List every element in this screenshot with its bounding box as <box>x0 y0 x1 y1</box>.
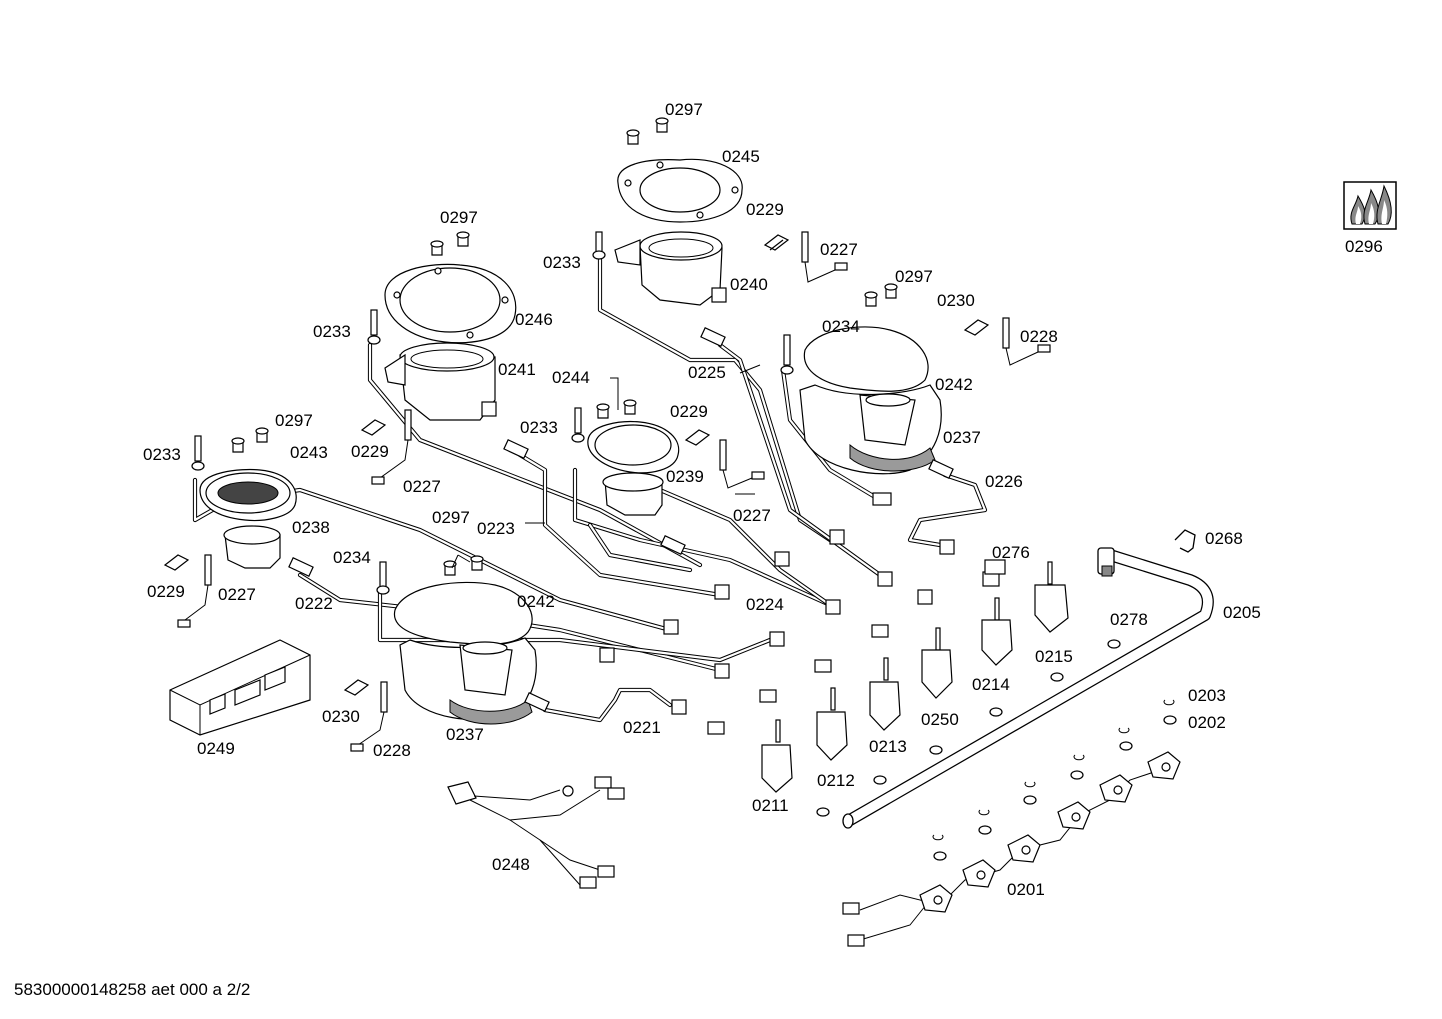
screws-0297-top <box>626 117 669 145</box>
label-0241: 0241 <box>498 360 536 379</box>
screws-0297-left <box>430 231 470 256</box>
screws-0297-wok <box>443 555 484 576</box>
label-0228: 0228 <box>1020 327 1058 346</box>
label-0225: 0225 <box>688 363 726 382</box>
label-0214: 0214 <box>972 675 1010 694</box>
label-0248: 0248 <box>492 855 530 874</box>
screws-0297-small <box>231 427 269 453</box>
burner-left-small <box>199 468 297 569</box>
label-0227: 0227 <box>733 506 771 525</box>
spring-clips <box>163 234 990 696</box>
label-0229: 0229 <box>147 582 185 601</box>
label-0242: 0242 <box>517 592 555 611</box>
label-0222: 0222 <box>295 594 333 613</box>
label-0224: 0224 <box>746 595 784 614</box>
burner-wok-left <box>393 581 537 725</box>
label-0233: 0233 <box>313 322 351 341</box>
label-0244: 0244 <box>552 368 590 387</box>
label-0203: 0203 <box>1188 686 1226 705</box>
label-0202: 0202 <box>1188 713 1226 732</box>
burner-left-upper <box>384 263 517 421</box>
label-0233: 0233 <box>543 253 581 272</box>
gas-pipes <box>192 239 988 723</box>
label-0211: 0211 <box>752 796 789 815</box>
leader-lines <box>451 364 761 569</box>
gas-rail <box>842 547 1214 829</box>
label-0243: 0243 <box>290 443 328 462</box>
switch-harness <box>842 751 1181 947</box>
injectors <box>288 327 955 715</box>
label-0212: 0212 <box>817 771 855 790</box>
label-0297: 0297 <box>275 411 313 430</box>
wiring-harness <box>447 776 625 889</box>
label-0227: 0227 <box>403 477 441 496</box>
document-id: 58300000148258 aet 000 a 2/2 <box>14 980 251 999</box>
label-0237: 0237 <box>943 428 981 447</box>
label-0233: 0233 <box>143 445 181 464</box>
ignition-electrodes <box>177 231 1051 752</box>
label-0229: 0229 <box>670 402 708 421</box>
label-0201: 0201 <box>1007 880 1045 899</box>
part-labels: 0297 0245 0229 0227 0233 0240 0296 0297 … <box>143 100 1383 899</box>
label-0250: 0250 <box>921 710 959 729</box>
label-0227: 0227 <box>820 240 858 259</box>
label-0242: 0242 <box>935 375 973 394</box>
label-0239: 0239 <box>666 467 704 486</box>
label-0223: 0223 <box>477 519 515 538</box>
label-0238: 0238 <box>292 518 330 537</box>
washers <box>816 639 1177 861</box>
label-0229: 0229 <box>351 442 389 461</box>
label-0226: 0226 <box>985 472 1023 491</box>
burner-wok-right <box>799 326 942 475</box>
ignition-module <box>169 639 311 736</box>
thermocouples <box>191 231 794 595</box>
label-0297: 0297 <box>895 267 933 286</box>
label-0228: 0228 <box>373 741 411 760</box>
label-0240: 0240 <box>730 275 768 294</box>
label-0233: 0233 <box>520 418 558 437</box>
label-0268: 0268 <box>1205 529 1243 548</box>
label-0297: 0297 <box>440 208 478 227</box>
screws-0297-right <box>864 283 898 307</box>
clip-bracket <box>1174 529 1196 553</box>
label-0237: 0237 <box>446 725 484 744</box>
label-0234: 0234 <box>822 317 860 336</box>
label-0249: 0249 <box>197 739 235 758</box>
label-0215: 0215 <box>1035 647 1073 666</box>
label-0227: 0227 <box>218 585 256 604</box>
label-0213: 0213 <box>869 737 907 756</box>
label-0230: 0230 <box>937 291 975 310</box>
gas-valves <box>707 559 1069 793</box>
burner-top <box>614 158 743 306</box>
label-0278: 0278 <box>1110 610 1148 629</box>
label-0296: 0296 <box>1345 237 1383 256</box>
label-0234: 0234 <box>333 548 371 567</box>
label-0297: 0297 <box>432 508 470 527</box>
label-0245: 0245 <box>722 147 760 166</box>
label-0276: 0276 <box>992 543 1030 562</box>
burner-center <box>587 420 680 516</box>
gas-flame-icon <box>1343 181 1397 230</box>
label-0229: 0229 <box>746 200 784 219</box>
label-0246: 0246 <box>515 310 553 329</box>
label-0205: 0205 <box>1223 603 1261 622</box>
screws-0297-center <box>596 399 637 419</box>
label-0221: 0221 <box>623 718 661 737</box>
label-0230: 0230 <box>322 707 360 726</box>
label-0297: 0297 <box>665 100 703 119</box>
